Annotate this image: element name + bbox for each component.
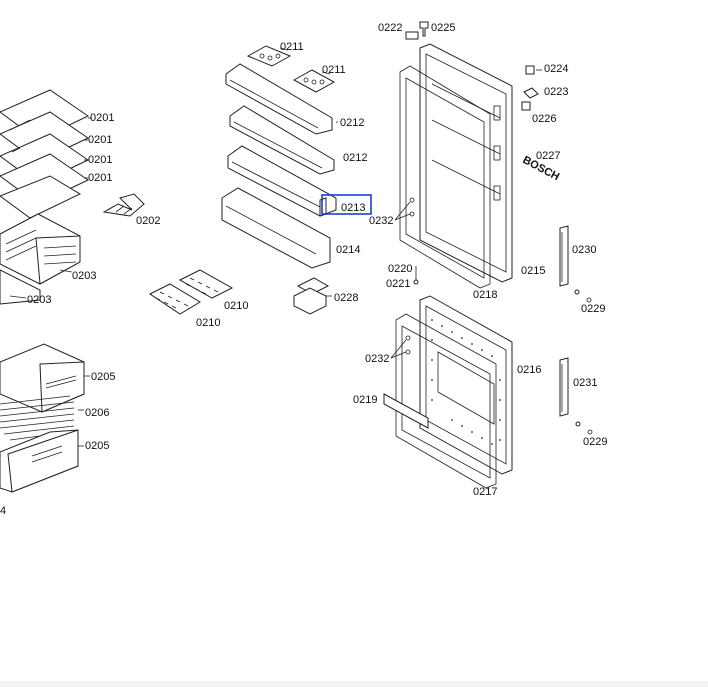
label-0214: 0214 xyxy=(336,244,360,256)
label-0211: 0211 xyxy=(322,64,346,76)
label-0228: 0228 xyxy=(334,292,358,304)
label-0217: 0217 xyxy=(473,486,497,498)
label-0227: 0227 xyxy=(536,150,560,162)
label-0203: 0203 xyxy=(27,294,51,306)
egg-trays xyxy=(246,45,336,93)
label-0205: 0205 xyxy=(91,371,115,383)
label-0219: 0219 xyxy=(353,394,377,406)
label-0205: 0205 xyxy=(85,440,109,452)
label-0201: 0201 xyxy=(88,172,112,184)
label-0210: 0210 xyxy=(196,317,220,329)
freezer-door-outer xyxy=(419,295,513,475)
label-0202: 0202 xyxy=(136,215,160,227)
label-0210: 0210 xyxy=(224,300,248,312)
freezer-flap-0219 xyxy=(383,393,429,429)
label-0212: 0212 xyxy=(343,152,367,164)
label-0232: 0232 xyxy=(369,215,393,227)
door-balcony-upper xyxy=(225,63,333,135)
door-balcony-bottle xyxy=(221,187,331,269)
door-handle-lower xyxy=(559,357,569,417)
label-0218: 0218 xyxy=(473,289,497,301)
freezer-drawers xyxy=(0,343,90,493)
glass-shelf-stack xyxy=(0,89,92,219)
label-0230: 0230 xyxy=(572,244,596,256)
label-0201: 0201 xyxy=(90,112,114,124)
label-0224: 0224 xyxy=(544,63,568,75)
screw-0229-upper xyxy=(574,289,592,303)
label-0221: 0221 xyxy=(386,278,410,290)
label-0201: 0201 xyxy=(88,134,112,146)
label-0201: 0201 xyxy=(88,154,112,166)
crisper-drawers xyxy=(0,213,81,305)
label-0225: 0225 xyxy=(431,22,455,34)
label-0212: 0212 xyxy=(340,117,364,129)
label-0213[interactable]: 0213 xyxy=(341,202,365,214)
label-0203: 0203 xyxy=(72,270,96,282)
butter-dish xyxy=(293,277,332,315)
label-0206: 0206 xyxy=(85,407,109,419)
label-0231: 0231 xyxy=(573,377,597,389)
door-balcony-lower xyxy=(227,145,337,217)
label-0220: 0220 xyxy=(388,263,412,275)
fridge-door-outer xyxy=(419,43,513,283)
screw-0229-lower xyxy=(575,421,593,435)
label-0216: 0216 xyxy=(517,364,541,376)
highlight-box-0213[interactable] xyxy=(321,194,372,215)
label-0223: 0223 xyxy=(544,86,568,98)
label-0215: 0215 xyxy=(521,265,545,277)
door-handle-upper xyxy=(559,225,569,287)
bottle-rack-clip xyxy=(102,193,145,217)
hinge-parts-top xyxy=(405,21,542,111)
label-0226: 0226 xyxy=(532,113,556,125)
door-balcony-middle xyxy=(229,105,338,175)
ice-cube-trays xyxy=(149,269,234,315)
label-0211: 0211 xyxy=(280,41,304,53)
label-0232: 0232 xyxy=(365,353,389,365)
label-4: 4 xyxy=(0,505,6,517)
label-0229: 0229 xyxy=(581,303,605,315)
bottom-edge-bar xyxy=(0,681,708,687)
label-0229: 0229 xyxy=(583,436,607,448)
screw-0220 xyxy=(413,266,419,285)
freezer-door-dot-pattern xyxy=(431,319,501,445)
label-0222: 0222 xyxy=(378,22,402,34)
